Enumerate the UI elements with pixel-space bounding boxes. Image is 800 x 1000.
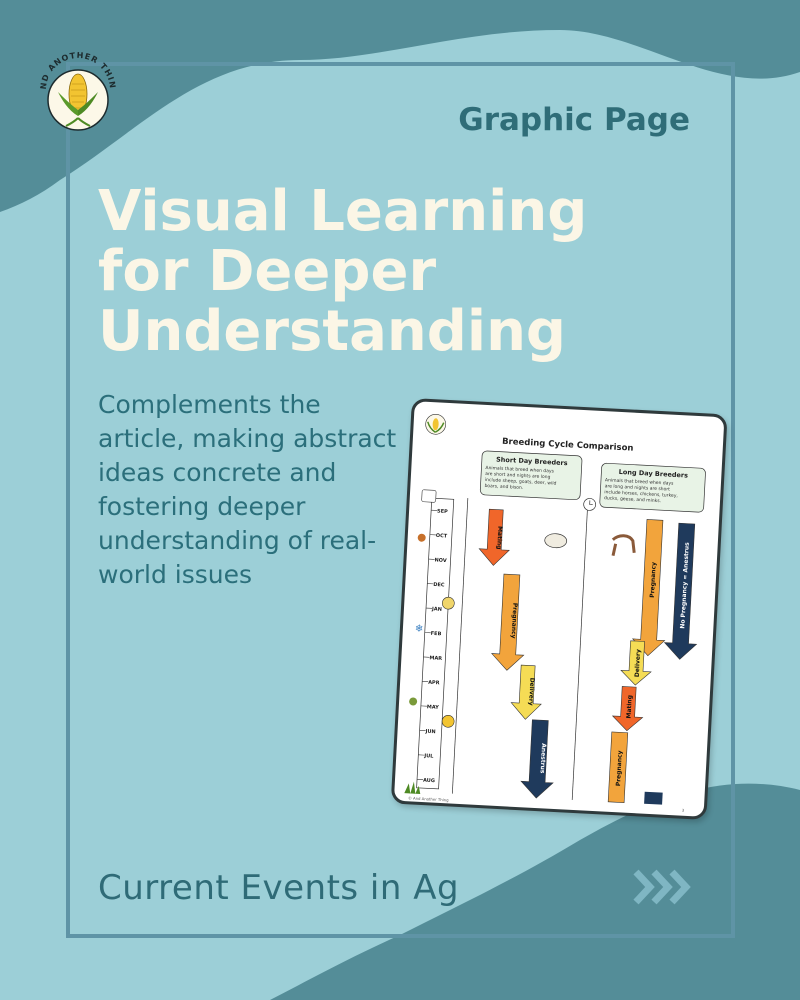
long-delivery-arrow: Delivery bbox=[620, 640, 652, 686]
headline-line: for Deeper bbox=[98, 239, 437, 304]
worksheet-title: Breeding Cycle Comparison bbox=[502, 437, 634, 454]
description-line: world issues bbox=[98, 560, 253, 589]
description-line: Complements the bbox=[98, 390, 321, 419]
description-line: understanding of real- bbox=[98, 526, 377, 555]
mating-arrow: Mating bbox=[478, 508, 510, 566]
month-label: AUG bbox=[423, 778, 435, 785]
snowflake-icon: ❄ bbox=[415, 623, 424, 634]
long-anestrus-bar bbox=[644, 791, 663, 805]
month-label: SEP bbox=[437, 508, 448, 515]
short-day-text: Animals that breed when days bbox=[485, 465, 554, 475]
month-labels: SEP OCT NOV DEC JAN FEB MAR APR MAY JUN JUL AUG bbox=[417, 508, 448, 785]
month-label: MAR bbox=[429, 655, 442, 662]
short-day-text: are short and nights are long bbox=[485, 471, 551, 480]
svg-text:Mating: Mating bbox=[495, 526, 503, 550]
long-pregnancy-arrow-2: Pregnancy bbox=[607, 731, 629, 803]
page-frame bbox=[66, 62, 735, 938]
description-line: fostering deeper bbox=[98, 492, 306, 521]
anestrus-arrow: Anestrus bbox=[520, 719, 554, 799]
series-title: Current Events in Ag bbox=[98, 868, 460, 908]
corn-icon bbox=[58, 73, 98, 127]
moon-icon bbox=[442, 596, 455, 610]
long-day-box: Long Day Breeders Animals that breed whe… bbox=[599, 462, 706, 513]
delivery-arrow: Delivery bbox=[510, 664, 542, 720]
svg-text:Anestrus: Anestrus bbox=[539, 743, 548, 774]
long-pregnancy-arrow: Pregnancy bbox=[631, 519, 666, 657]
description-line: ideas concrete and bbox=[98, 458, 337, 487]
month-label: JAN bbox=[431, 606, 442, 613]
svg-text:Mating: Mating bbox=[626, 695, 634, 719]
horse-icon bbox=[611, 534, 636, 557]
short-day-box: Short Day Breeders Animals that breed wh… bbox=[479, 450, 583, 501]
month-label: JUN bbox=[424, 729, 435, 736]
long-mating-arrow: Mating bbox=[611, 686, 644, 732]
svg-text:Pregnancy: Pregnancy bbox=[510, 603, 519, 639]
worksheet-page-number: 3 bbox=[682, 808, 685, 813]
short-day-text: boars, and bison. bbox=[484, 483, 523, 491]
autumn-leaf-icon bbox=[417, 533, 426, 542]
svg-text:Pregnancy: Pregnancy bbox=[649, 562, 658, 598]
month-label: NOV bbox=[434, 557, 447, 564]
headline-line: Visual Learning bbox=[98, 179, 588, 244]
headline-line: Understanding bbox=[98, 299, 567, 364]
short-day-heading: Short Day Breeders bbox=[496, 455, 568, 467]
long-day-text: Animals that breed when days bbox=[605, 477, 674, 487]
svg-text:Delivery: Delivery bbox=[527, 677, 535, 705]
graphic-page-tag: Graphic Page bbox=[458, 102, 690, 138]
month-label: JUL bbox=[423, 753, 434, 760]
description: Complements the article, making abstract… bbox=[98, 388, 418, 592]
month-label: MAY bbox=[427, 704, 440, 711]
grass-icon bbox=[404, 781, 421, 794]
short-day-text: include sheep, goats, deer, wild bbox=[485, 477, 557, 487]
spring-flower-icon bbox=[409, 697, 418, 706]
worksheet-preview: Breeding Cycle Comparison Short Day Bree… bbox=[390, 398, 728, 820]
long-day-heading: Long Day Breeders bbox=[619, 468, 689, 480]
svg-text:No Pregnancy = Anestrus: No Pregnancy = Anestrus bbox=[679, 542, 691, 629]
triple-chevron-right-icon[interactable] bbox=[632, 866, 694, 908]
sun-icon bbox=[441, 715, 455, 728]
worksheet-footer: © And Another Thing bbox=[408, 795, 449, 802]
month-label: APR bbox=[428, 680, 440, 687]
svg-text:Pregnancy: Pregnancy bbox=[615, 750, 624, 786]
long-day-text: include horses, chickens, turkey, bbox=[604, 489, 678, 499]
worksheet-logo bbox=[425, 413, 446, 435]
sheep-icon bbox=[544, 533, 568, 549]
month-label: DEC bbox=[433, 582, 445, 589]
month-label: OCT bbox=[436, 533, 448, 540]
timeline-bar bbox=[416, 497, 455, 790]
pregnancy-arrow: Pregnancy bbox=[491, 573, 525, 671]
long-day-text: ducks, geese, and minks. bbox=[604, 495, 661, 504]
month-label: FEB bbox=[431, 631, 442, 638]
headline: Visual Learning for Deeper Understanding bbox=[98, 182, 618, 362]
description-line: article, making abstract bbox=[98, 424, 397, 453]
no-pregnancy-arrow: No Pregnancy = Anestrus bbox=[663, 522, 698, 660]
long-day-text: are long and nights are short bbox=[604, 483, 670, 492]
svg-text:Delivery: Delivery bbox=[634, 649, 642, 677]
calendar-icon bbox=[421, 489, 437, 503]
